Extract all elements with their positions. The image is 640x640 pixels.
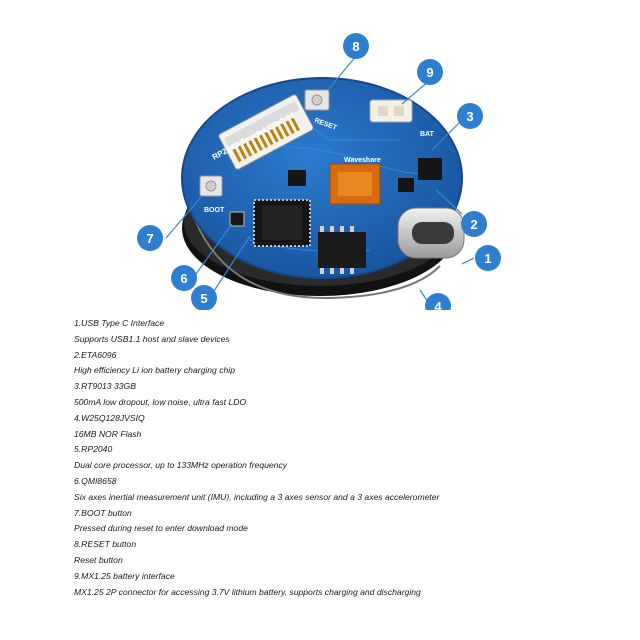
legend-item-title: 8.RESET button	[74, 539, 137, 550]
legend-item-title: 1.USB Type C Interface	[74, 318, 165, 328]
charger-chip	[398, 178, 414, 192]
callout-2: 2	[461, 211, 487, 237]
legend-item-desc: Supports USB1.1 host and slave devices	[74, 333, 230, 344]
legend-item-title: 5.RP2040	[74, 444, 113, 455]
legend-item-title: 7.BOOT button	[74, 507, 132, 518]
component-legend: 1.USB Type C Interface Supports USB1.1 h…	[74, 316, 614, 600]
battery-connector	[369, 99, 413, 123]
svg-text:5: 5	[200, 291, 207, 306]
boot-button[interactable]	[199, 175, 223, 197]
svg-text:6: 6	[180, 271, 187, 286]
orange-component	[329, 163, 381, 205]
svg-text:3: 3	[466, 109, 473, 124]
legend-item-desc: 500mA low dropout, low noise, ultra fast…	[74, 396, 247, 407]
svg-text:8: 8	[352, 39, 359, 54]
usb-c-port	[397, 207, 465, 259]
legend-item-desc: 16MB NOR Flash	[74, 428, 142, 439]
svg-text:2: 2	[470, 217, 477, 232]
flash-chip	[318, 226, 366, 274]
svg-text:4: 4	[434, 299, 442, 310]
small-ic-top	[288, 170, 306, 186]
legend-item-desc: Six axes inertial measurement unit (IMU)…	[74, 491, 440, 502]
svg-text:7: 7	[146, 231, 153, 246]
boot-silkscreen: BOOT	[204, 207, 225, 214]
legend-item-desc: MX1.25 2P connector for accessing 3.7V l…	[74, 586, 421, 597]
rp2040-chip	[253, 199, 311, 247]
bat-silkscreen: BAT	[420, 131, 435, 138]
legend-item-title: 6.QMI8658	[74, 475, 117, 486]
legend-item-title: 4.W25Q128JVSIQ	[74, 412, 145, 423]
board-figure: RP2040-Touch-LCD-1.28 Waveshare BOOT RES…	[137, 33, 501, 310]
legend-item-title: 2.ETA6096	[74, 349, 117, 360]
legend-item-desc: Reset button	[74, 554, 123, 565]
callout-leaders	[165, 55, 475, 303]
callout-8: 8	[343, 33, 369, 59]
callout-9: 9	[417, 59, 443, 85]
callout-3: 3	[457, 103, 483, 129]
legend-item-title: 3.RT9013 33GB	[74, 381, 136, 392]
callout-1: 1	[475, 245, 501, 271]
callout-7: 7	[137, 225, 163, 251]
svg-text:1: 1	[484, 251, 491, 266]
imu-chip	[229, 211, 245, 227]
fpc-connector	[218, 94, 314, 170]
callout-5: 5	[191, 285, 217, 310]
legend-item-desc: High efficiency Li ion battery charging …	[74, 365, 235, 376]
callout-6: 6	[171, 265, 197, 291]
reset-button[interactable]	[304, 89, 330, 111]
legend-item-desc: Pressed during reset to enter download m…	[74, 523, 248, 534]
ldo-chip	[418, 158, 442, 180]
legend-item-desc: Dual core processor, up to 133MHz operat…	[74, 460, 288, 471]
svg-text:9: 9	[426, 65, 433, 80]
callout-4: 4	[425, 293, 451, 310]
brand-silkscreen: Waveshare	[344, 157, 381, 164]
legend-item-title: 9.MX1.25 battery interface	[74, 570, 175, 581]
